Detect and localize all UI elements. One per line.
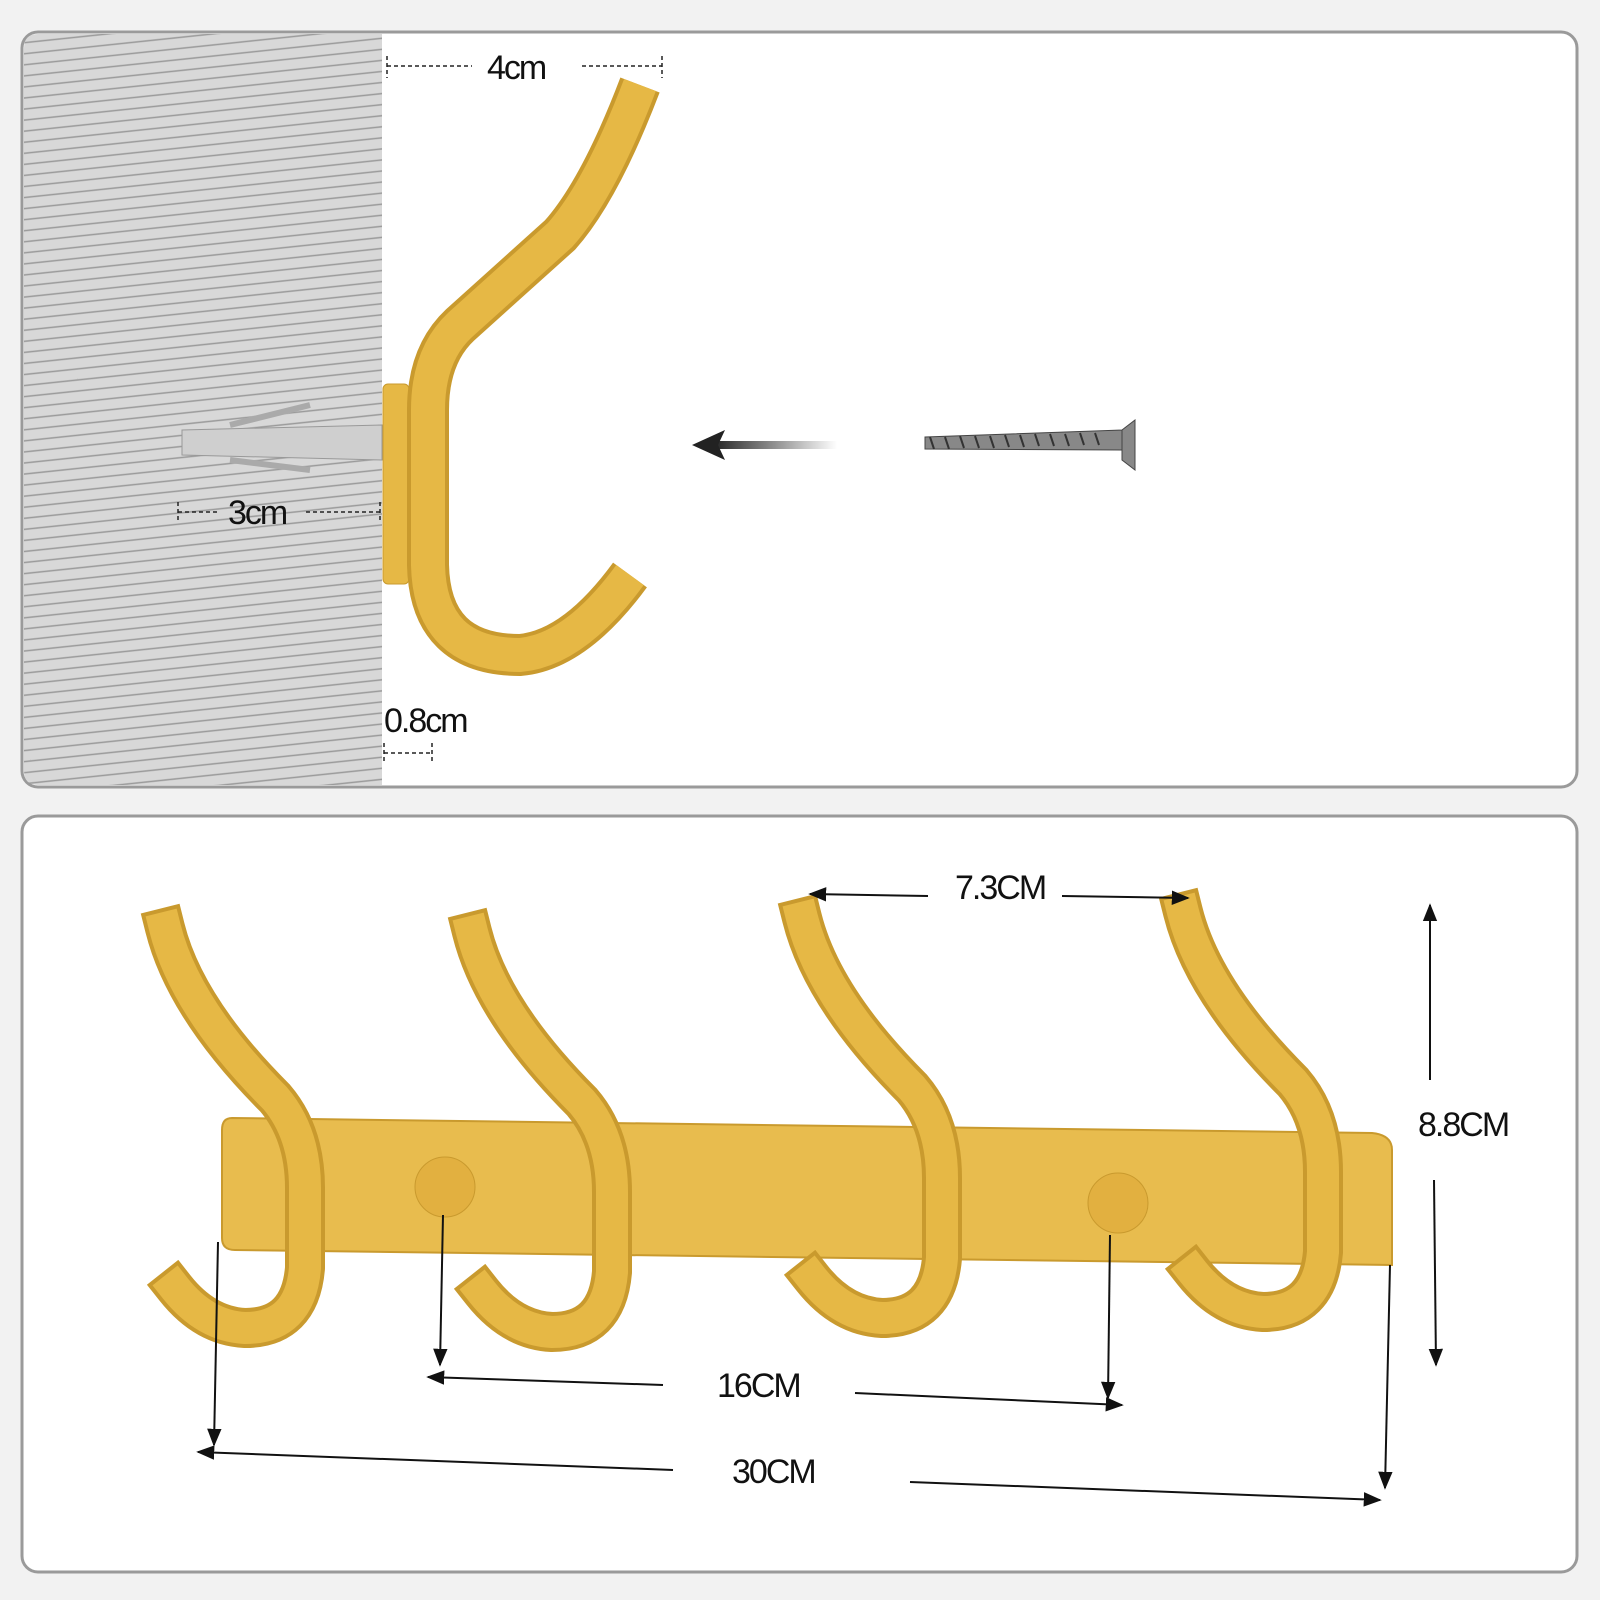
screw-spacing-label: 16CM: [717, 1367, 800, 1405]
wall: [24, 34, 382, 785]
rack-rail: [221, 1116, 1393, 1267]
hook-spacing-label: 7.3CM: [955, 869, 1045, 907]
hook-depth-label: 4cm: [487, 49, 546, 87]
plate-thickness-label: 0.8cm: [384, 702, 467, 740]
front-view-panel: 7.3CM 8.8CM 16CM 30CM: [20, 814, 1579, 1574]
total-length-label: 30CM: [732, 1453, 815, 1491]
mount-plate: [382, 383, 410, 585]
wall-anchor: [181, 402, 383, 473]
rail-screw-cap: [414, 1156, 476, 1218]
insert-arrow-icon: [692, 430, 837, 460]
side-view-panel: 4cm 3cm 0.8cm: [20, 30, 1579, 789]
rail-screw-cap: [1087, 1172, 1149, 1234]
screw: [924, 418, 1136, 472]
height-label: 8.8CM: [1418, 1106, 1508, 1144]
anchor-length-label: 3cm: [228, 494, 287, 532]
single-hook: [407, 77, 660, 676]
